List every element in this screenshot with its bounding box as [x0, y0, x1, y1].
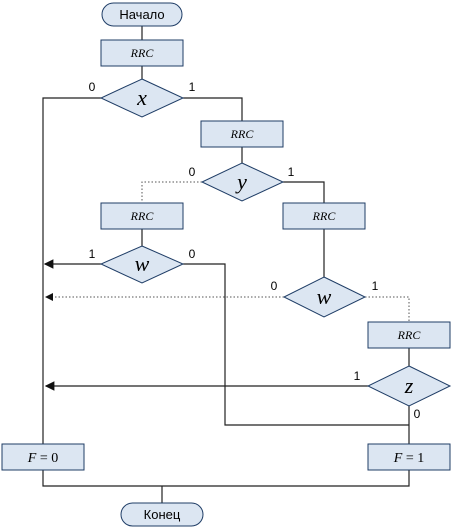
rrc-block-5: RRC [367, 321, 451, 349]
rrc-label: RRC [312, 209, 337, 223]
decision-w-left-left-label: 1 [89, 247, 96, 261]
decision-w-right-left-label: 0 [271, 279, 278, 293]
decision-y-right-label: 1 [288, 165, 295, 179]
decision-x: x 0 1 [89, 78, 196, 118]
rrc-label: RRC [397, 328, 422, 342]
rrc-block-3: RRC [100, 202, 184, 230]
result-f1-text: F = 1 [393, 451, 424, 466]
end-terminal: Конец [120, 502, 204, 527]
rrc-block-1: RRC [100, 39, 184, 67]
result-f1: F = 1 [367, 443, 451, 471]
decision-w-right-right-label: 1 [372, 279, 379, 293]
connectors [42, 26, 410, 503]
decision-z-var: z [404, 373, 414, 398]
result-f0-text: F = 0 [27, 451, 58, 466]
decision-w-left-var: w [135, 251, 150, 276]
decision-x-var: x [136, 85, 147, 110]
decision-x-left-label: 0 [89, 80, 96, 94]
decision-y-left-label: 0 [189, 165, 196, 179]
decision-y: y 0 1 [189, 162, 295, 202]
rrc-label: RRC [230, 127, 255, 141]
end-label: Конец [144, 507, 181, 522]
start-terminal: Начало [101, 2, 183, 27]
decision-z: z 1 0 [354, 365, 452, 421]
rrc-block-4: RRC [282, 202, 366, 230]
start-label: Начало [119, 7, 164, 22]
result-f0: F = 0 [1, 443, 85, 471]
decision-w-right: w 0 1 [271, 276, 379, 318]
rrc-block-2: RRC [200, 120, 284, 148]
decision-z-left-label: 1 [354, 369, 361, 383]
rrc-label: RRC [130, 46, 155, 60]
decision-w-right-var: w [317, 284, 332, 309]
decision-w-left-right-label: 0 [189, 247, 196, 261]
decision-x-right-label: 1 [189, 80, 196, 94]
decision-w-left: w 1 0 [89, 245, 196, 284]
decision-y-var: y [235, 169, 247, 194]
decision-z-bottom-label: 0 [414, 407, 421, 421]
rrc-label: RRC [130, 209, 155, 223]
